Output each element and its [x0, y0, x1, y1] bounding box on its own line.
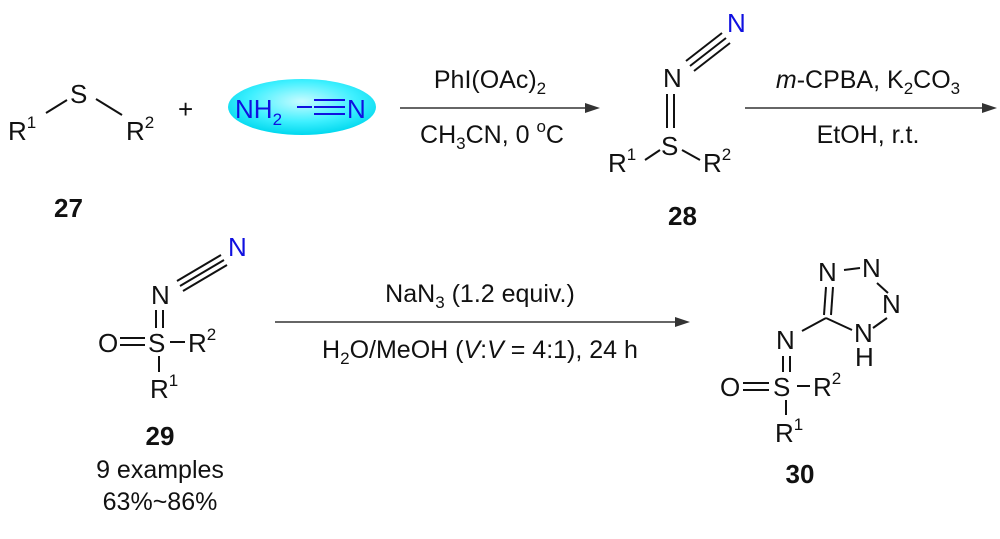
- arrowhead-icon: [982, 103, 997, 113]
- compound-label-28: 28: [668, 201, 697, 231]
- bond: [872, 317, 888, 329]
- bond: [176, 254, 222, 282]
- bond: [825, 317, 853, 331]
- r2-atom: R2: [813, 369, 841, 402]
- reaction-arrow-1: PhI(OAc)2 CH3CN, 0 oC: [400, 66, 600, 153]
- step3-conditions: H2O/MeOH (V:V = 4:1), 24 h: [322, 336, 638, 368]
- compound-label-29: 29: [146, 421, 175, 451]
- compound-27: R1 S R2 27: [8, 79, 154, 223]
- bond: [95, 98, 123, 116]
- step1-conditions: CH3CN, 0 oC: [420, 117, 564, 153]
- bond: [179, 259, 225, 287]
- arrowhead-icon: [675, 317, 690, 327]
- bond: [182, 264, 228, 292]
- step2-conditions: EtOH, r.t.: [817, 121, 920, 149]
- s-atom: S: [70, 79, 87, 109]
- r1-atom: R1: [608, 145, 636, 178]
- r1-atom: R1: [150, 371, 178, 404]
- bond: [823, 286, 827, 316]
- s-atom: S: [773, 372, 790, 402]
- examples-count: 9 examples: [96, 456, 224, 484]
- bond: [830, 286, 834, 316]
- bond: [693, 42, 731, 72]
- plus-sign: +: [178, 94, 193, 124]
- cyanamide-highlight: NH2 N: [228, 79, 376, 135]
- bond: [45, 99, 68, 114]
- compound-label-30: 30: [786, 459, 815, 489]
- compound-30: N N N N H N O S R2 R1 30: [720, 253, 901, 489]
- bond: [685, 32, 723, 62]
- n-atom-imine: N: [776, 325, 795, 355]
- n-atom-3: N: [882, 289, 901, 319]
- compound-28: N N S R1 R2 28: [608, 8, 746, 231]
- bond: [801, 317, 827, 332]
- compound-label-27: 27: [54, 193, 83, 223]
- bond: [644, 149, 661, 161]
- yield-range: 63%~86%: [103, 488, 218, 516]
- step1-reagent: PhI(OAc)2: [434, 66, 546, 98]
- n-atom-nitrile: N: [228, 232, 247, 262]
- nh2-group: NH2: [235, 94, 282, 129]
- n-atom-4: N: [854, 318, 873, 348]
- step3-reagent: NaN3 (1.2 equiv.): [385, 280, 575, 312]
- bond: [689, 37, 727, 67]
- n-atom-2: N: [862, 253, 881, 283]
- n-atom: N: [151, 280, 170, 310]
- o-atom: O: [98, 328, 118, 358]
- step2-reagent: m-CPBA, K2CO3: [776, 66, 960, 98]
- compound-29: N N O S R2 R1 29 9 examples 63%~86%: [96, 232, 247, 516]
- bond: [843, 267, 861, 271]
- o-atom: O: [720, 372, 740, 402]
- r1-atom: R1: [8, 113, 36, 146]
- r2-atom: R2: [188, 325, 216, 358]
- arrowhead-icon: [585, 103, 600, 113]
- r1-atom: R1: [775, 415, 803, 448]
- bond: [681, 149, 701, 161]
- n-atom-nitrile: N: [727, 8, 746, 38]
- h-atom: H: [855, 342, 874, 372]
- s-atom: S: [661, 131, 678, 161]
- reaction-arrow-3: NaN3 (1.2 equiv.) H2O/MeOH (V:V = 4:1), …: [275, 280, 690, 368]
- n-atom: N: [663, 63, 682, 93]
- n-atom-1: N: [818, 257, 837, 287]
- reaction-arrow-2: m-CPBA, K2CO3 EtOH, r.t.: [745, 66, 997, 149]
- bond: [876, 282, 889, 294]
- r2-atom: R2: [703, 145, 731, 178]
- n-atom: N: [347, 94, 366, 124]
- r2-atom: R2: [126, 113, 154, 146]
- s-atom: S: [148, 328, 165, 358]
